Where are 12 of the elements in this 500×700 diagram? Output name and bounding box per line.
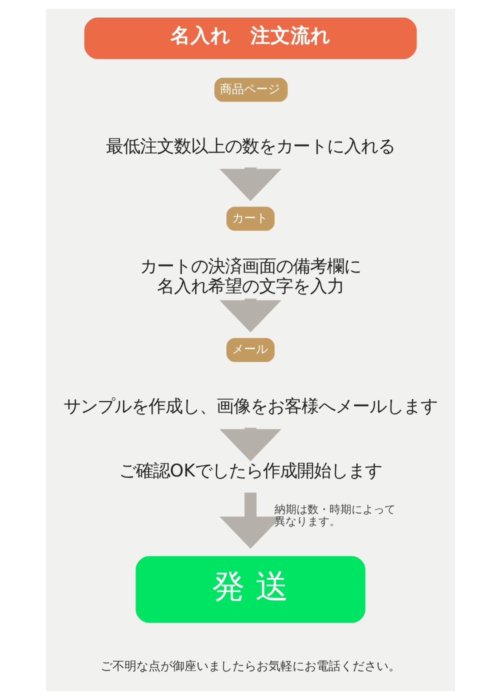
edge-label: 納期は数・時期によって異なります。 xyxy=(274,502,396,528)
node-text: サンプルを作成し、画像をお客様へメールします xyxy=(63,397,437,418)
arrow xyxy=(219,492,281,549)
node-box: メール xyxy=(226,338,274,362)
node-text: ご確認OKでしたら作成開始します xyxy=(118,462,382,482)
node-box: 商品ページ xyxy=(214,78,288,102)
node-text: カートの決済画面の備考欄に名入れ希望の文字を入力 xyxy=(140,257,360,297)
diagram-title: 名入れ 注文流れ xyxy=(170,24,330,48)
caption: ご不明な点が御座いましたらお気軽にお電話ください。 xyxy=(100,659,400,674)
node-box: カート xyxy=(226,206,274,231)
node-box: 発 送 xyxy=(135,556,365,623)
node-text: 最低注文数以上の数をカートに入れる xyxy=(106,136,394,157)
